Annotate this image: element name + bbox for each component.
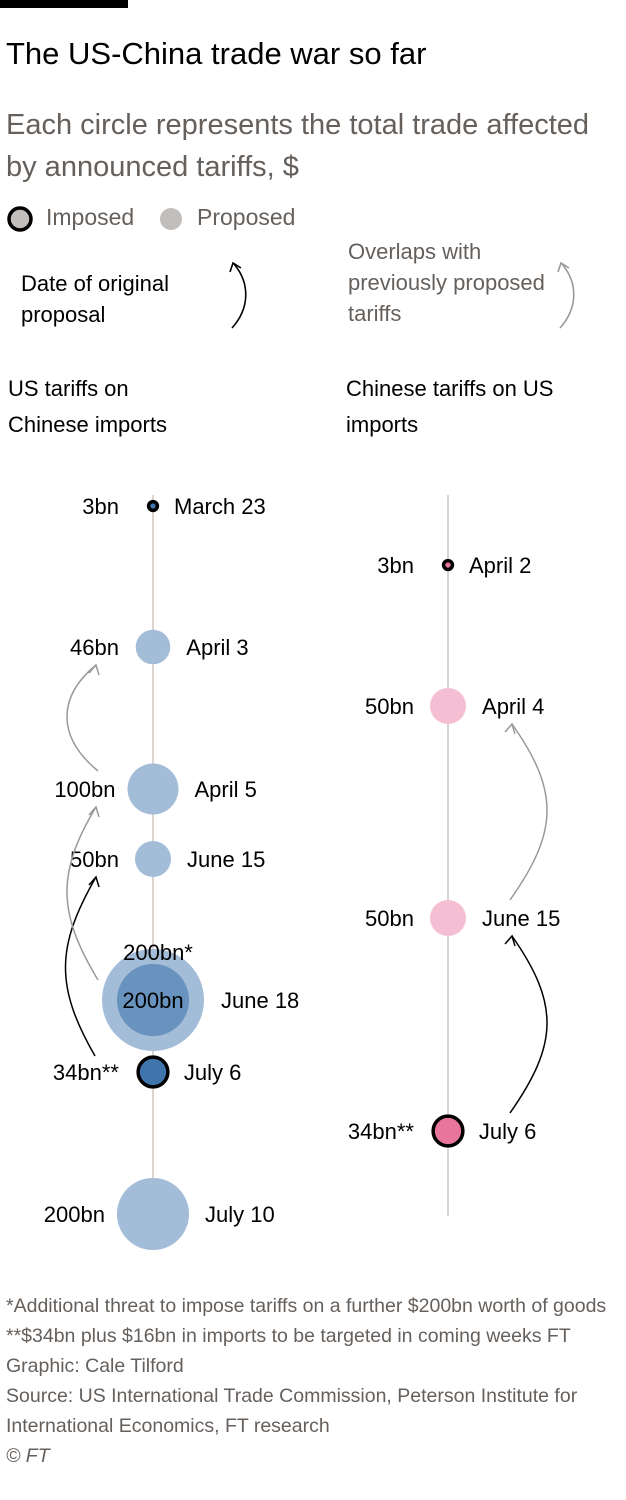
copyright: © FT	[6, 1445, 50, 1467]
value-label: 3bn	[377, 553, 414, 578]
overlap-arrow	[66, 806, 99, 981]
arrow-head-icon	[88, 663, 100, 676]
date-label: June 15	[187, 847, 265, 872]
us-bubble-proposed	[134, 840, 172, 878]
arrow-head-icon	[88, 875, 100, 888]
gray-arrow-legend-icon	[557, 261, 575, 329]
chart-subtitle: Each circle represents the total trade a…	[6, 109, 590, 183]
proposed-legend-icon	[160, 208, 182, 230]
imposed-legend-icon	[7, 206, 33, 232]
ft-top-bar	[0, 0, 128, 8]
us-bubble-proposed	[116, 1177, 190, 1251]
value-label: 50bn	[70, 847, 119, 872]
value-label: 3bn	[82, 494, 119, 519]
value-label: 50bn	[365, 694, 414, 719]
arrow-head-icon	[504, 934, 516, 947]
original-date-arrow	[509, 935, 548, 1114]
date-label: April 2	[469, 553, 531, 578]
china-bubble-proposed	[429, 687, 467, 725]
date-label: April 4	[482, 694, 544, 719]
chart-title: The US-China trade war so far	[6, 36, 427, 71]
date-label: April 3	[186, 635, 248, 660]
date-label: July 6	[184, 1060, 241, 1085]
value-label: 200bn	[44, 1202, 105, 1227]
value-label: 200bn	[122, 988, 183, 1013]
legend-proposed: Proposed	[197, 204, 296, 230]
china-bubble-imposed	[441, 558, 455, 572]
date-label: March 23	[174, 494, 266, 519]
us-bubble	[116, 963, 190, 1037]
us-bubble-proposed	[127, 763, 179, 815]
china-bubble-proposed	[429, 899, 467, 937]
legend-overlaps: Overlaps with previously proposed tariff…	[348, 239, 545, 326]
overlap-arrow	[509, 723, 548, 901]
value-label: 100bn	[54, 777, 115, 802]
footnote-1: *Additional threat to impose tariffs on …	[6, 1295, 607, 1317]
legend-original-date: Date of original proposal	[21, 271, 169, 327]
footer: *Additional threat to impose tariffs on …	[6, 1291, 621, 1471]
date-label: July 6	[479, 1119, 536, 1144]
additional-threat-label: 200bn*	[123, 940, 193, 965]
us-bubble-imposed	[146, 499, 160, 513]
value-label: 34bn**	[348, 1119, 415, 1144]
china-bubble-imposed	[431, 1114, 465, 1148]
overlap-arrow	[66, 664, 99, 772]
us-bubble-imposed	[136, 1055, 170, 1089]
china-panel-title: Chinese tariffs on US imports	[346, 376, 554, 437]
date-label: June 15	[482, 906, 560, 931]
black-arrow-legend-icon	[229, 261, 247, 329]
date-label: June 18	[221, 988, 299, 1013]
us-bubble-proposed	[135, 629, 171, 665]
value-label: 34bn**	[53, 1060, 120, 1085]
footnote-2: **$34bn plus $16bn in imports to be targ…	[6, 1325, 571, 1377]
original-date-arrow	[64, 876, 97, 1057]
value-label: 46bn	[70, 635, 119, 660]
date-label: July 10	[205, 1202, 275, 1227]
legend-imposed: Imposed	[46, 204, 135, 230]
us-panel-title: US tariffs on Chinese imports	[8, 376, 167, 437]
date-label: April 5	[195, 777, 257, 802]
arrow-head-icon	[88, 805, 100, 818]
source: Source: US International Trade Commissio…	[6, 1385, 578, 1437]
arrow-head-icon	[504, 722, 516, 735]
value-label: 50bn	[365, 906, 414, 931]
